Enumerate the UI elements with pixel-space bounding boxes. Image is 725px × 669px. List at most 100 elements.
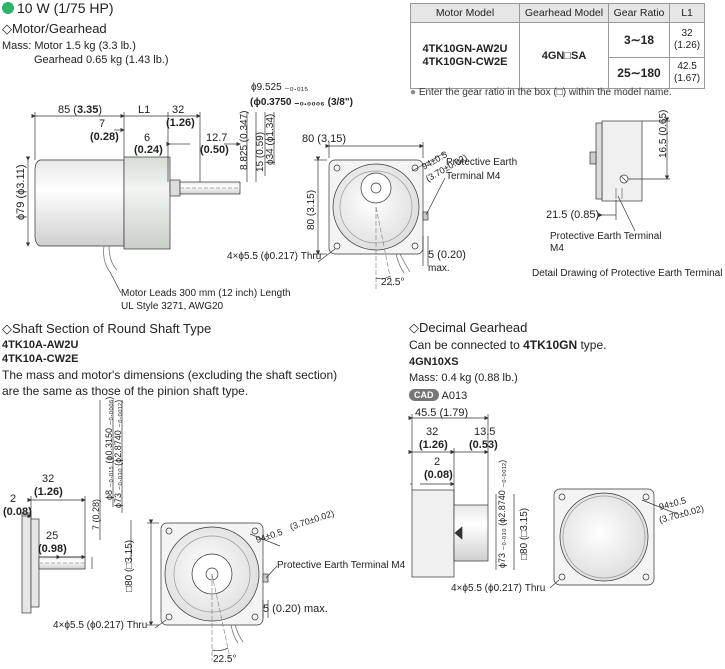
dec-dim-135: 13.5	[474, 426, 496, 438]
dec-phi73: ϕ73 ₋₀.₀₃₀ (ϕ2.8740 ₋₀.₀₀₁₂)	[497, 460, 507, 568]
spec-note-text: Enter the gear ratio in the box (□) with…	[418, 87, 672, 98]
decimal-heading: ◇Decimal Gearhead	[409, 320, 528, 335]
l1-value-2: 42.5	[677, 61, 697, 72]
motor-gearhead-heading: ◇Motor/Gearhead	[2, 21, 107, 36]
col-l1: L1	[668, 3, 706, 23]
motor-leads-1: Motor Leads 300 mm (12 inch) Length	[121, 288, 291, 299]
detail-165: 16.5 (0.65)	[658, 110, 669, 158]
shaft-dim-25-in: (0.98)	[38, 543, 67, 555]
decimal-connect-suffix: type.	[577, 338, 607, 352]
dim-l1: L1	[138, 104, 151, 116]
dim-pe-1: Protective Earth	[446, 157, 518, 168]
shaft-front-view	[147, 519, 281, 660]
dim-pe-2: Terminal M4	[446, 171, 501, 182]
decimal-connect-model: 4TK10GN	[523, 338, 578, 352]
shaft-desc-2: are the same as those of the pinion shaf…	[2, 384, 249, 398]
green-dot-icon	[2, 2, 14, 14]
shaft-thru: 4×ϕ5.5 (ϕ0.217) Thru	[53, 620, 148, 631]
spec-table: Motor Model Gearhead Model Gear Ratio L1…	[410, 3, 706, 89]
motor-side-view	[34, 156, 241, 294]
l1-cell-2: 42.5(1.67)	[668, 57, 706, 89]
decimal-front-view	[549, 488, 678, 589]
shaft-angle: 22.5°	[213, 654, 237, 665]
dim-phi3750-val: (ϕ0.3750 ₋₀.₀₀₀₆	[250, 97, 325, 108]
shaft-370: (3.70±0.02)	[289, 508, 336, 532]
bullet-icon: ●	[410, 87, 417, 98]
dim-80-side: 80 (3.15)	[306, 190, 317, 230]
dec-dim-455: 45.5 (1.79)	[415, 407, 469, 419]
decimal-connect: Can be connected to 4TK10GN type.	[409, 338, 606, 352]
dim-32-in: (1.26)	[166, 117, 195, 129]
dim-phi9525: ϕ9.525 ₋₀.₀₁₅	[251, 82, 309, 93]
shaft-phi73: ϕ73 ₋₀.₀₃₀ (ϕ2.8740 ₋₀.₀₀₁₂)	[113, 400, 123, 508]
dim-127: 12.7	[206, 132, 228, 144]
dim-127-in: (0.50)	[200, 144, 229, 156]
motor-model-1: 4TK10GN-AW2U	[422, 42, 508, 55]
mass-gearhead: Gearhead 0.65 kg (1.43 lb.)	[34, 54, 169, 66]
gear-ratio-2: 25∼180	[608, 57, 670, 89]
dim-7: 7	[99, 118, 106, 130]
dim-85-mm: 85 (	[58, 104, 77, 116]
shaft-dim-5: 5 (0.20) max.	[263, 603, 328, 615]
shaft-heading: ◇Shaft Section of Round Shaft Type	[2, 321, 212, 336]
l1-value-1: 32	[681, 28, 693, 39]
decimal-model: 4GN10XS	[409, 356, 459, 368]
dim-32: 32	[172, 104, 185, 116]
mass-motor: Mass: Motor 1.5 kg (3.3 lb.)	[2, 40, 136, 52]
detail-215: 21.5 (0.85)	[546, 209, 600, 221]
dim-max: max.	[428, 263, 450, 274]
shaft-pe: Protective Earth Terminal M4	[277, 560, 406, 571]
dim-15: 15 (0.59)	[255, 132, 266, 172]
dim-angle-main: 22.5°	[381, 277, 405, 288]
cad-id[interactable]: A013	[441, 390, 468, 402]
dim-phi3750: (ϕ0.3750 ₋₀.₀₀₀₆ (3/8")	[250, 97, 353, 108]
dim-85: 85 (3.35)	[58, 104, 103, 116]
l1-inch-2: (1.67)	[674, 73, 701, 84]
gearhead-model-cell: 4GN□SA	[519, 22, 609, 89]
dim-phi34: ϕ34 (ϕ1.34)	[265, 114, 276, 165]
l1-inch-1: (1.26)	[674, 40, 701, 51]
dec-sq80: □80 (□3.15)	[519, 508, 530, 560]
decimal-mass: Mass: 0.4 kg (0.88 lb.)	[409, 372, 518, 384]
main-dim-lines	[25, 112, 275, 247]
shaft-sq80: □80 (□3.15)	[124, 540, 135, 592]
shaft-model-1: 4TK10A-AW2U	[2, 339, 79, 351]
detail-pe-2: M4	[550, 243, 564, 254]
col-motor-model: Motor Model	[410, 3, 520, 23]
dec-dim-32-in: (1.26)	[419, 439, 448, 451]
spec-note: ● Enter the gear ratio in the box (□) wi…	[410, 87, 672, 98]
col-gearhead-model: Gearhead Model	[519, 3, 609, 23]
detail-view	[589, 117, 670, 232]
detail-pe-1: Protective Earth Terminal	[550, 231, 662, 242]
shaft-dim-32-in: (1.26)	[34, 486, 63, 498]
detail-caption: Detail Drawing of Protective Earth Termi…	[532, 268, 723, 279]
shaft-model-2: 4TK10A-CW2E	[2, 353, 79, 365]
dim-7-in: (0.28)	[90, 131, 119, 143]
dim-phi3750-frac: (3/8")	[327, 97, 353, 108]
dec-dim-2-in: (0.08)	[424, 469, 453, 481]
cad-badge[interactable]: CAD	[409, 389, 439, 401]
gear-ratio-1: 3∼18	[608, 22, 670, 58]
dim-thru-main: 4×ϕ5.5 (ϕ0.217) Thru	[227, 251, 322, 262]
section-title-text: 10 W (1/75 HP)	[17, 0, 114, 16]
dec-dim-135-in: (0.53)	[469, 439, 498, 451]
shaft-dim-32: 32	[42, 473, 55, 485]
motor-leads-2: UL Style 3271, AWG20	[121, 301, 224, 312]
shaft-dim-2: 2	[10, 493, 17, 505]
dim-85-in: 3.35	[76, 104, 99, 116]
section-title: 10 W (1/75 HP)	[2, 0, 113, 16]
decimal-side-view	[408, 414, 515, 578]
col-gear-ratio: Gear Ratio	[608, 3, 670, 23]
dec-dim-32: 32	[426, 426, 439, 438]
gearhead-front-view	[314, 142, 447, 290]
dim-5: 5 (0.20)	[428, 249, 466, 261]
dim-8825: 8.825 (0.347)	[239, 111, 250, 171]
dim-6: 6	[144, 132, 151, 144]
dec-dim-2: 2	[434, 456, 441, 468]
dim-6-in: (0.24)	[134, 144, 163, 156]
l1-cell-1: 32(1.26)	[668, 22, 706, 58]
shaft-phi8: ϕ8 ₋₀.₀₁₅ (ϕ0.3150 ₋₀.₀₀₀₆)	[104, 397, 114, 500]
shaft-section-view	[21, 400, 132, 614]
